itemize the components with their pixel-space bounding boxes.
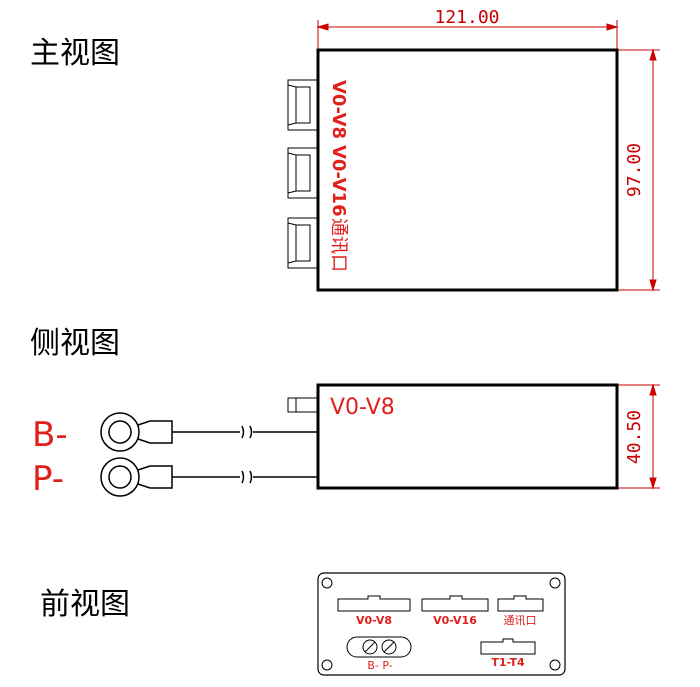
front-port-comm [497,595,544,612]
side-view-title: 侧视图 [30,326,120,361]
p-minus-cable [100,457,318,497]
main-connector-2 [287,147,319,199]
mounting-hole-bottom-left [321,659,333,671]
thickness-dimension-label: 40.50 [624,410,645,464]
main-label-comm-port: 通讯口 [328,218,349,272]
main-view-body [316,48,619,292]
main-label-v0-v16: V0-V16 [328,145,349,217]
b-minus-label: B- [32,415,68,455]
front-label-v0-v16: V0-V16 [433,614,477,627]
height-dimension-label: 97.00 [624,143,645,197]
main-connector-3 [287,217,319,269]
p-minus-label: P- [32,459,64,499]
front-port-v0-v8 [337,595,411,612]
mounting-hole-top-left [321,577,333,589]
height-dimension [617,48,660,292]
mounting-hole-top-right [549,577,561,589]
mounting-hole-bottom-right [549,659,561,671]
front-label-terminals: B- P- [367,659,392,672]
front-port-t1-t4 [480,638,536,655]
width-dimension [316,20,619,50]
front-view-title: 前视图 [40,587,130,622]
front-terminal-block [346,636,412,658]
front-label-t1-t4: T1-T4 [491,656,525,669]
side-label-v0-v8: V0-V8 [330,395,395,420]
b-minus-cable [100,412,318,452]
front-port-v0-v16 [421,595,489,612]
front-view-panel [317,572,566,676]
front-label-comm-port: 通讯口 [504,614,537,627]
width-dimension-label: 121.00 [434,7,499,28]
thickness-dimension [617,383,660,490]
front-label-v0-v8: V0-V8 [356,614,392,627]
side-view-body [316,383,619,490]
main-label-v0-v8: V0-V8 [328,80,349,139]
main-connector-1 [287,79,319,131]
side-connector-stub [287,397,319,413]
main-view-title: 主视图 [30,36,120,71]
